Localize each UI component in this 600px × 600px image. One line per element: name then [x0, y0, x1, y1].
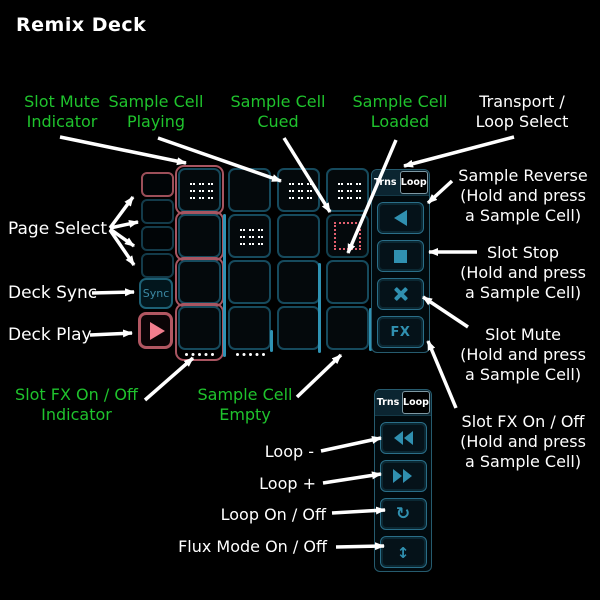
sync-label: Sync	[142, 287, 170, 300]
rewind-icon	[393, 431, 413, 445]
label-slot-fx-hold: Slot FX On / Off (Hold and press a Sampl…	[460, 412, 586, 471]
sample-cell-1-4-sample[interactable]	[326, 168, 369, 212]
arrow-sample-reverse	[426, 179, 454, 205]
sample-cell-2-3-empty[interactable]	[277, 214, 320, 258]
arrow-transport-loop-select	[403, 135, 515, 168]
transport-panel-tabs: Trns Loop	[372, 170, 429, 196]
arrow-deck-sync	[91, 288, 135, 297]
sample-cell-4-1-empty[interactable]	[175, 303, 224, 361]
label-slot-fx-indicator: Slot FX On / Off Indicator	[15, 385, 138, 424]
sample-loaded-icon	[240, 229, 264, 245]
sample-cell-2-4-cued[interactable]	[326, 214, 369, 258]
sample-cell-3-2-empty[interactable]	[228, 260, 271, 304]
fx-button[interactable]: FX	[377, 316, 424, 348]
slot-fx-on-indicator-1	[185, 353, 188, 356]
label-flux-mode: Flux Mode On / Off	[178, 537, 327, 556]
mute-x-button[interactable]	[377, 278, 424, 310]
stop-button[interactable]	[377, 240, 424, 272]
arrow-loop-minus	[320, 435, 382, 453]
arrow-deck-play	[89, 329, 133, 338]
sample-cell-2-1-empty[interactable]	[175, 211, 224, 261]
slot-volume-bar-3	[318, 263, 321, 353]
arrow-page-select-4	[108, 229, 136, 266]
transport-panel: Trns Loop FX	[371, 169, 430, 353]
label-sample-cell-loaded: Sample Cell Loaded	[352, 92, 448, 131]
fx-icon: FX	[390, 324, 411, 340]
arrow-slot-mute-indicator	[59, 135, 187, 166]
rewind-button[interactable]	[379, 422, 427, 454]
transport-panel-buttons: FX	[372, 202, 429, 348]
label-slot-mute-hold: Slot Mute (Hold and press a Sample Cell)	[460, 325, 586, 384]
page-select-button-3[interactable]	[141, 226, 174, 251]
arrow-loop-plus	[322, 471, 382, 485]
play-triangle-icon	[150, 321, 165, 340]
tab-loop[interactable]: Loop	[402, 391, 430, 414]
flux-icon	[397, 543, 410, 562]
tab-trns[interactable]: Trns	[376, 397, 400, 408]
sample-cell-4-2-empty[interactable]	[228, 306, 271, 350]
sample-loaded-icon	[289, 183, 313, 199]
fast-forward-button[interactable]	[379, 460, 427, 492]
label-deck-sync: Deck Sync	[8, 283, 98, 303]
label-transport-loop-select: Transport / Loop Select	[475, 92, 569, 131]
slot-fx-on-indicator-2	[236, 353, 239, 356]
deck-play-button[interactable]	[138, 312, 173, 349]
slot-volume-bar-1	[223, 214, 226, 357]
loop-panel: Trns Loop	[374, 389, 432, 572]
loop-panel-tabs: Trns Loop	[375, 390, 431, 416]
sample-cell-4-4-empty[interactable]	[326, 306, 369, 350]
sample-cell-4-3-empty[interactable]	[277, 306, 320, 350]
loop-icon	[396, 504, 410, 524]
sample-cell-2-2-sample[interactable]	[228, 214, 271, 258]
sample-cell-1-3-sample[interactable]	[277, 168, 320, 212]
sample-cell-3-3-empty[interactable]	[277, 260, 320, 304]
sample-cell-3-4-empty[interactable]	[326, 260, 369, 304]
label-page-select: Page Select	[8, 219, 108, 239]
fast-forward-icon	[393, 469, 413, 483]
label-deck-play: Deck Play	[8, 325, 92, 345]
mute-x-icon	[393, 286, 409, 302]
page-select-button-2[interactable]	[141, 199, 174, 224]
page-select-button-4[interactable]	[141, 253, 174, 278]
reverse-button[interactable]	[377, 202, 424, 234]
sample-loaded-icon	[338, 183, 362, 199]
tab-loop[interactable]: Loop	[399, 171, 428, 194]
arrow-page-select-1	[108, 195, 135, 230]
reverse-icon	[394, 210, 407, 226]
loop-button[interactable]	[379, 498, 427, 530]
stop-icon	[394, 249, 407, 263]
sample-cell-1-1-sample[interactable]	[175, 165, 224, 215]
arrow-page-select-2	[109, 219, 139, 230]
sample-cell-3-1-empty[interactable]	[175, 257, 224, 307]
label-sample-cell-empty: Sample Cell Empty	[197, 385, 293, 424]
label-sample-reverse: Sample Reverse (Hold and press a Sample …	[458, 166, 588, 225]
arrow-page-select-3	[108, 227, 136, 248]
label-sample-cell-cued: Sample Cell Cued	[230, 92, 326, 131]
label-sample-cell-playing: Sample Cell Playing	[108, 92, 204, 131]
flux-button[interactable]	[379, 536, 427, 568]
deck-sync-button[interactable]: Sync	[139, 278, 173, 309]
label-loop-plus: Loop +	[259, 474, 316, 493]
sample-loaded-icon	[190, 183, 214, 199]
label-slot-mute-indicator: Slot Mute Indicator	[24, 92, 100, 131]
tab-trns[interactable]: Trns	[373, 177, 397, 188]
label-loop-onoff: Loop On / Off	[220, 505, 326, 524]
label-loop-minus: Loop -	[264, 442, 314, 461]
slot-volume-bar-4	[369, 308, 372, 351]
page-title: Remix Deck	[16, 14, 147, 36]
label-slot-stop: Slot Stop (Hold and press a Sample Cell)	[460, 243, 586, 302]
slot-volume-bar-2	[270, 330, 273, 352]
sample-cell-1-2-empty[interactable]	[228, 168, 271, 212]
loop-panel-buttons	[375, 422, 431, 568]
page-select-button-1[interactable]	[141, 172, 174, 197]
